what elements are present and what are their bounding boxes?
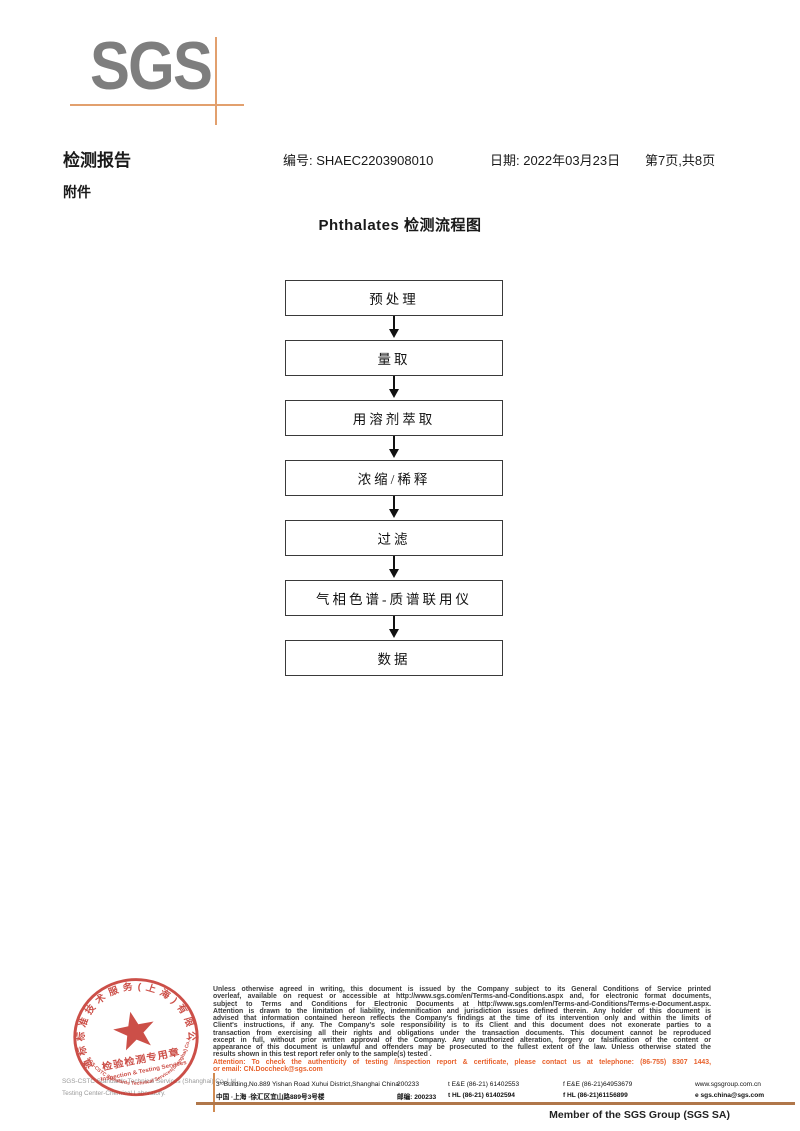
flow-step-pretreatment: 预处理	[285, 280, 503, 316]
down-arrow-icon	[285, 556, 503, 580]
zip-cn: 邮编: 200233	[397, 1093, 437, 1101]
sgs-logo: SGS	[90, 28, 213, 104]
inspection-stamp-seal: 通标标准技术服务(上海)有限公司 检验检测专用章 Inspection & Te…	[62, 974, 201, 1100]
fax-en: f E&E (86-21)64953679	[563, 1081, 633, 1088]
disclaimer-line: Attention is drawn to the limitation of …	[213, 1007, 711, 1015]
address-cn: 中国 ·上海 ·徐汇区宜山路889号3号楼	[216, 1093, 325, 1101]
attachment-label: 附件	[63, 184, 91, 200]
logo-horizontal-line	[70, 104, 244, 106]
fax-cn: f HL (86-21)61156899	[563, 1092, 628, 1099]
lab-company-lines: SGS-CSTC Standards Technical Services (S…	[62, 1076, 238, 1100]
disclaimer-line: subject to Terms and Conditions for Elec…	[213, 1000, 711, 1008]
down-arrow-icon	[285, 496, 503, 520]
address-en: 3ʳᵈBuilding,No.889 Yishan Road Xuhui Dis…	[216, 1081, 399, 1088]
footer-horizontal-line	[196, 1102, 795, 1105]
disclaimer-line: advised that information contained hereo…	[213, 1015, 711, 1022]
down-arrow-icon	[285, 436, 503, 460]
email: e sgs.china@sgs.com	[695, 1092, 765, 1099]
zip-en: 200233	[397, 1081, 420, 1088]
flow-step-measure: 量取	[285, 340, 503, 376]
disclaimer-line: except in full, without prior written ap…	[213, 1036, 711, 1044]
lab-company-name: SGS-CSTC Standards Technical Services (S…	[62, 1078, 238, 1085]
address-row-en: 3ʳᵈBuilding,No.889 Yishan Road Xuhui Dis…	[216, 1079, 794, 1090]
flowchart-title: Phthalates 检测流程图	[318, 217, 482, 234]
down-arrow-icon	[285, 376, 503, 400]
star-icon	[113, 1011, 154, 1051]
report-title: 检测报告	[63, 151, 131, 170]
flow-step-solvent-extraction: 用溶剂萃取	[285, 400, 503, 436]
tel-cn: t HL (86-21) 61402594	[448, 1092, 515, 1099]
disclaimer-line: Client's instructions, if any. The Compa…	[213, 1022, 711, 1030]
footer-vertical-line	[213, 1073, 215, 1112]
disclaimer-line: overleaf, available on request or access…	[213, 993, 711, 1001]
disclaimer-line: Unless otherwise agreed in writing, this…	[213, 986, 711, 993]
attention-email-line: or email: CN.Doccheck@sgs.com	[213, 1065, 323, 1073]
attention-line: Attention: To check the authenticity of …	[213, 1058, 711, 1066]
member-label: Member of the SGS Group (SGS SA)	[549, 1109, 730, 1121]
page-indicator: 第7页,共8页	[645, 153, 716, 168]
flow-step-data: 数据	[285, 640, 503, 676]
address-block: 3ʳᵈBuilding,No.889 Yishan Road Xuhui Dis…	[216, 1079, 794, 1101]
down-arrow-icon	[285, 616, 503, 640]
website: www.sgsgroup.com.cn	[695, 1081, 761, 1088]
legal-disclaimer: Unless otherwise agreed in writing, this…	[213, 986, 711, 1073]
flowchart: 预处理 量取 用溶剂萃取 浓缩/稀释 过滤 气相色谱-质谱联用仪 数据	[285, 280, 503, 676]
lab-department-name: Testing Center-Chemical Laboratory.	[62, 1090, 166, 1097]
flow-step-filter: 过滤	[285, 520, 503, 556]
disclaimer-line: transaction from exercising all their ri…	[213, 1029, 711, 1037]
address-row-cn: 中国 ·上海 ·徐汇区宜山路889号3号楼 邮编: 200233 t HL (8…	[216, 1090, 794, 1101]
report-date: 日期: 2022年03月23日	[490, 153, 621, 168]
flow-step-concentrate-dilute: 浓缩/稀释	[285, 460, 503, 496]
tel-en: t E&E (86-21) 61402553	[448, 1081, 520, 1088]
logo-vertical-line	[215, 37, 217, 125]
disclaimer-line: appearance of this document is unlawful …	[213, 1044, 711, 1051]
disclaimer-line: results shown in this test report refer …	[213, 1051, 432, 1059]
down-arrow-icon	[285, 316, 503, 340]
flow-step-gcms: 气相色谱-质谱联用仪	[285, 580, 503, 616]
report-number: 编号: SHAEC2203908010	[283, 153, 434, 168]
